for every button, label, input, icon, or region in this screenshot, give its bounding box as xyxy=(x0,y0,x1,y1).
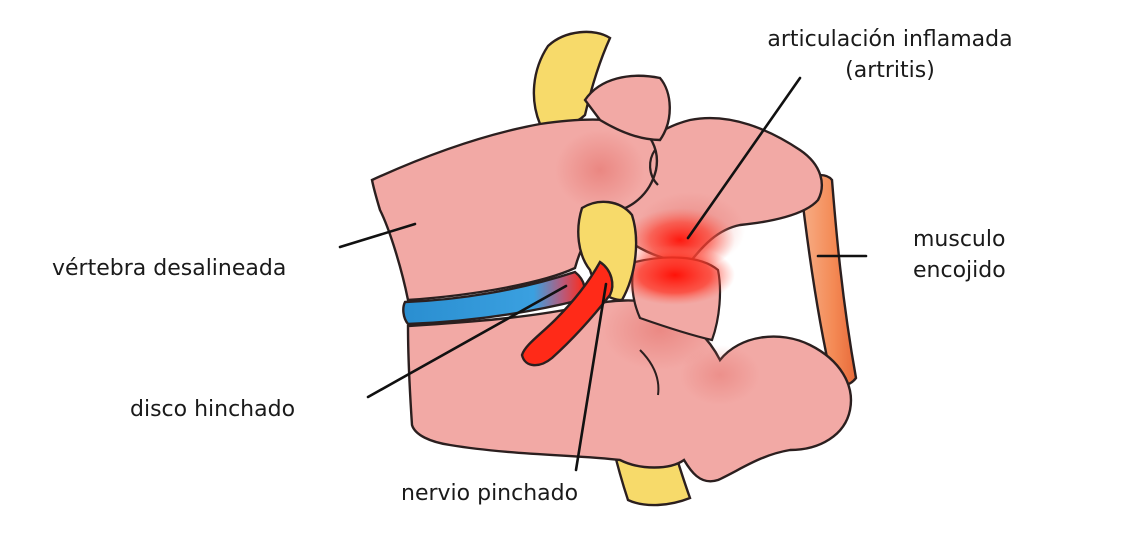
leader-line-vertebra xyxy=(338,222,417,249)
label-shrunken-muscle: musculo encojido xyxy=(913,224,1006,286)
label-misaligned-vertebra: vértebra desalineada xyxy=(52,256,287,281)
label-shrunken-muscle-line2: encojido xyxy=(913,258,1006,283)
label-inflamed-joint-line1: articulación inflamada xyxy=(767,27,1013,52)
inflamed-joint xyxy=(615,208,735,305)
label-inflamed-joint-line2: (artritis) xyxy=(845,58,935,83)
shrunken-muscle xyxy=(798,173,858,387)
leader-line-disc xyxy=(366,284,568,399)
label-pinched-nerve: nervio pinchado xyxy=(401,481,579,506)
label-swollen-disc: disco hinchado xyxy=(130,397,296,422)
label-shrunken-muscle-line1: musculo xyxy=(913,227,1006,252)
pinched-nerve xyxy=(520,260,614,367)
leader-line-nerve xyxy=(574,282,608,472)
annotation-lines xyxy=(338,76,868,472)
label-inflamed-joint: articulación inflamada (artritis) xyxy=(740,24,1040,86)
leader-line-inflamed-joint xyxy=(686,76,802,240)
